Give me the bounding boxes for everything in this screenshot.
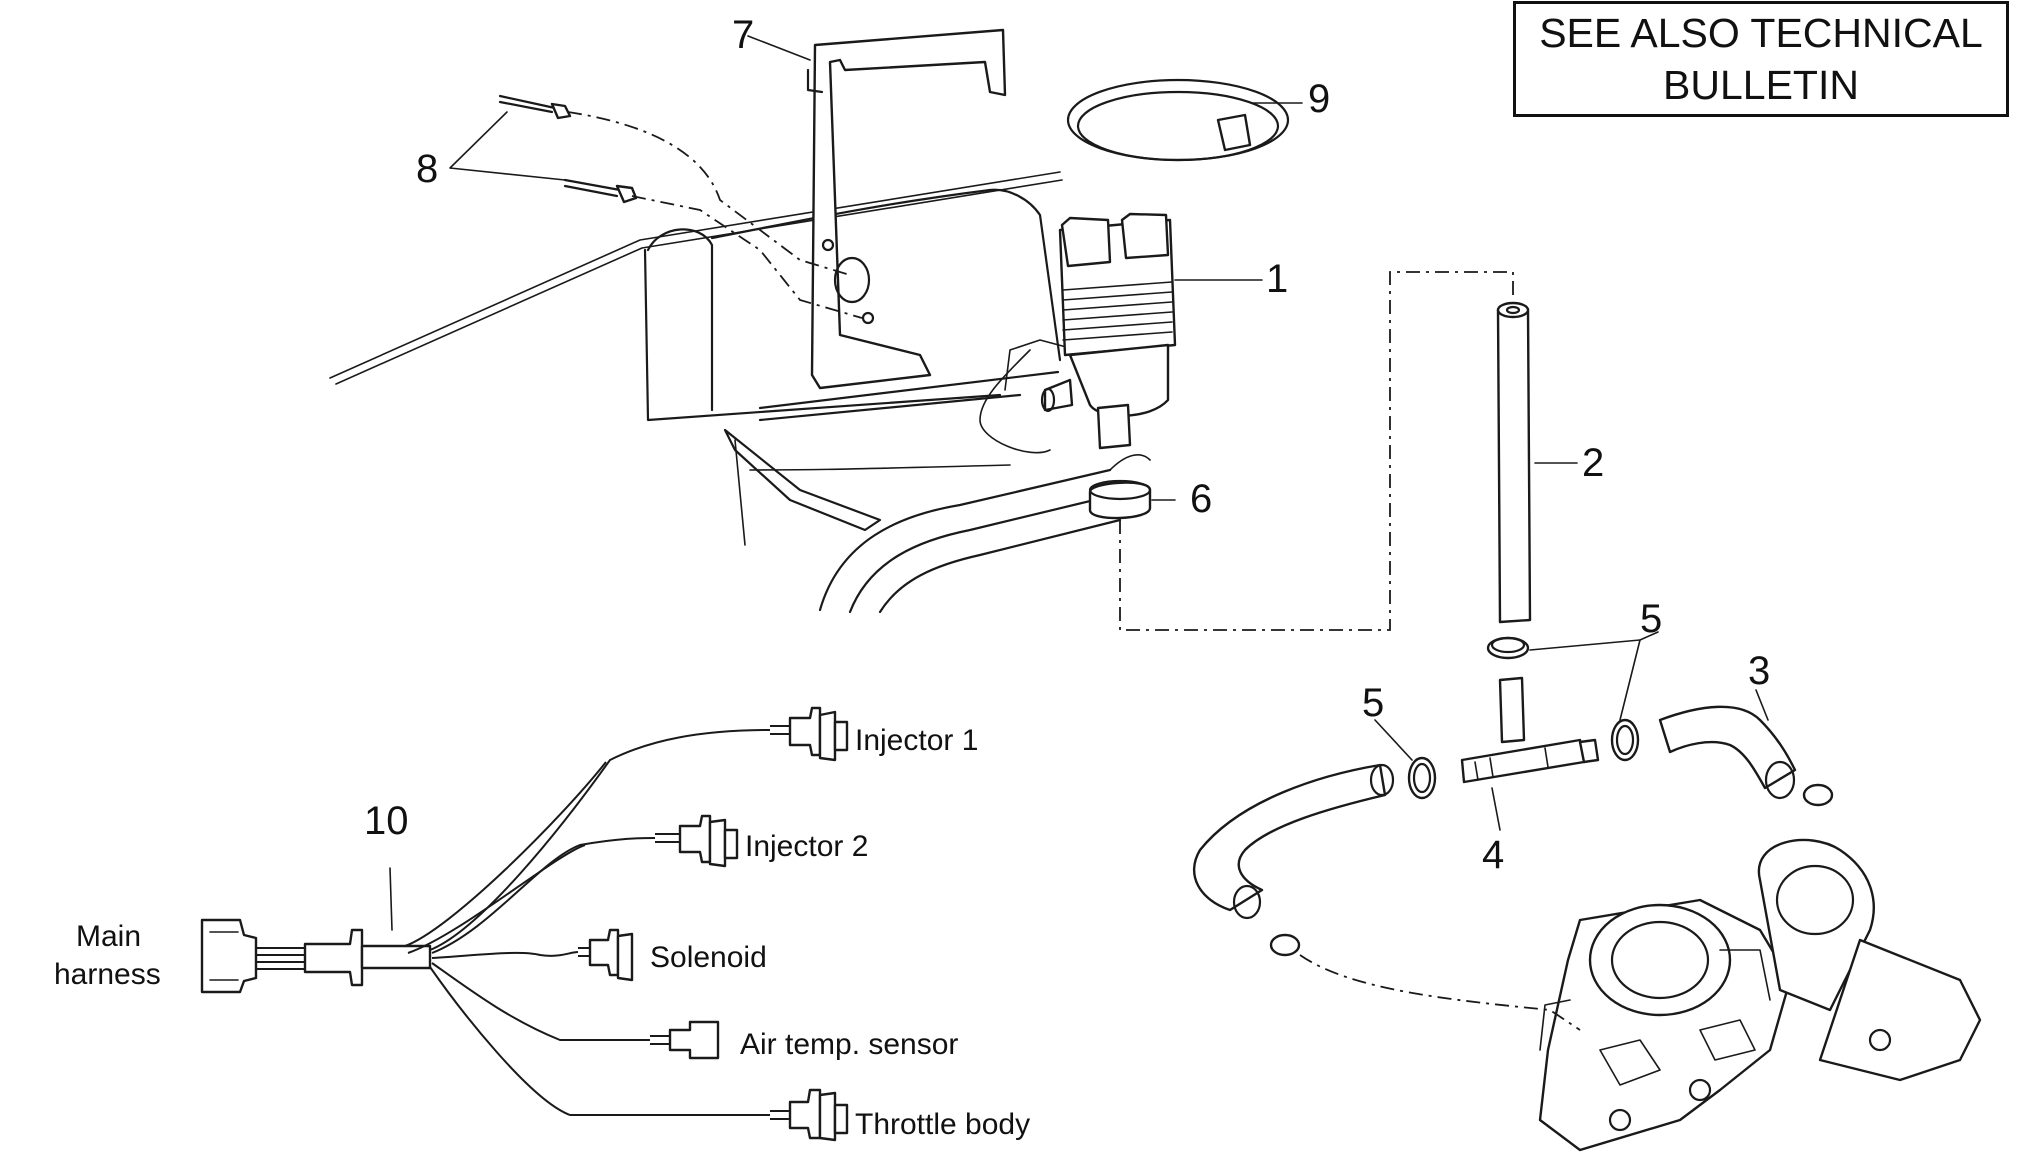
part-4-t-fitting bbox=[1460, 676, 1600, 784]
left-hose bbox=[1192, 763, 1395, 957]
part-8-screws bbox=[498, 94, 638, 204]
label-air-temp-sensor: Air temp. sensor bbox=[740, 1028, 958, 1061]
callout-10: 10 bbox=[364, 799, 409, 843]
callout-6: 6 bbox=[1190, 477, 1212, 521]
leader-lines bbox=[389, 35, 1769, 931]
part-2-hose bbox=[1496, 301, 1532, 624]
part-7-mounting-bracket bbox=[806, 28, 1007, 390]
part-6-clamp bbox=[1088, 479, 1152, 520]
frame-structure bbox=[329, 171, 1151, 614]
part-5-clamp-right bbox=[1610, 718, 1640, 762]
label-throttle-body: Throttle body bbox=[855, 1108, 1030, 1141]
label-injector-2: Injector 2 bbox=[745, 830, 868, 863]
notice-line-2: BULLETIN bbox=[1663, 62, 1859, 108]
wiring-harness bbox=[200, 706, 849, 1142]
callout-2: 2 bbox=[1582, 441, 1604, 485]
part-5-clamp-left bbox=[1407, 756, 1437, 800]
callout-5-left: 5 bbox=[1362, 681, 1384, 725]
label-injector-1: Injector 1 bbox=[855, 724, 978, 757]
reference-lines bbox=[567, 111, 1581, 1031]
callout-4: 4 bbox=[1482, 833, 1504, 877]
callout-9: 9 bbox=[1308, 77, 1330, 121]
callout-8: 8 bbox=[416, 147, 438, 191]
callout-7: 7 bbox=[732, 13, 754, 57]
part-1-canister bbox=[1040, 212, 1177, 450]
part-3-elbow-hose bbox=[1658, 705, 1834, 807]
callout-3: 3 bbox=[1748, 649, 1770, 693]
part-9-hose-clamp bbox=[1066, 78, 1290, 162]
throttle-body-assembly bbox=[1538, 838, 1982, 1152]
label-main-harness-line-2: harness bbox=[54, 958, 161, 991]
label-main-harness-line-1: Main bbox=[76, 920, 141, 953]
part-5-clamp-top bbox=[1486, 636, 1530, 660]
label-solenoid: Solenoid bbox=[650, 941, 767, 974]
technical-bulletin-notice: SEE ALSO TECHNICAL BULLETIN bbox=[1513, 1, 2009, 117]
notice-line-1: SEE ALSO TECHNICAL bbox=[1539, 10, 1983, 56]
callout-1: 1 bbox=[1266, 257, 1288, 301]
callout-5-right: 5 bbox=[1640, 597, 1662, 641]
